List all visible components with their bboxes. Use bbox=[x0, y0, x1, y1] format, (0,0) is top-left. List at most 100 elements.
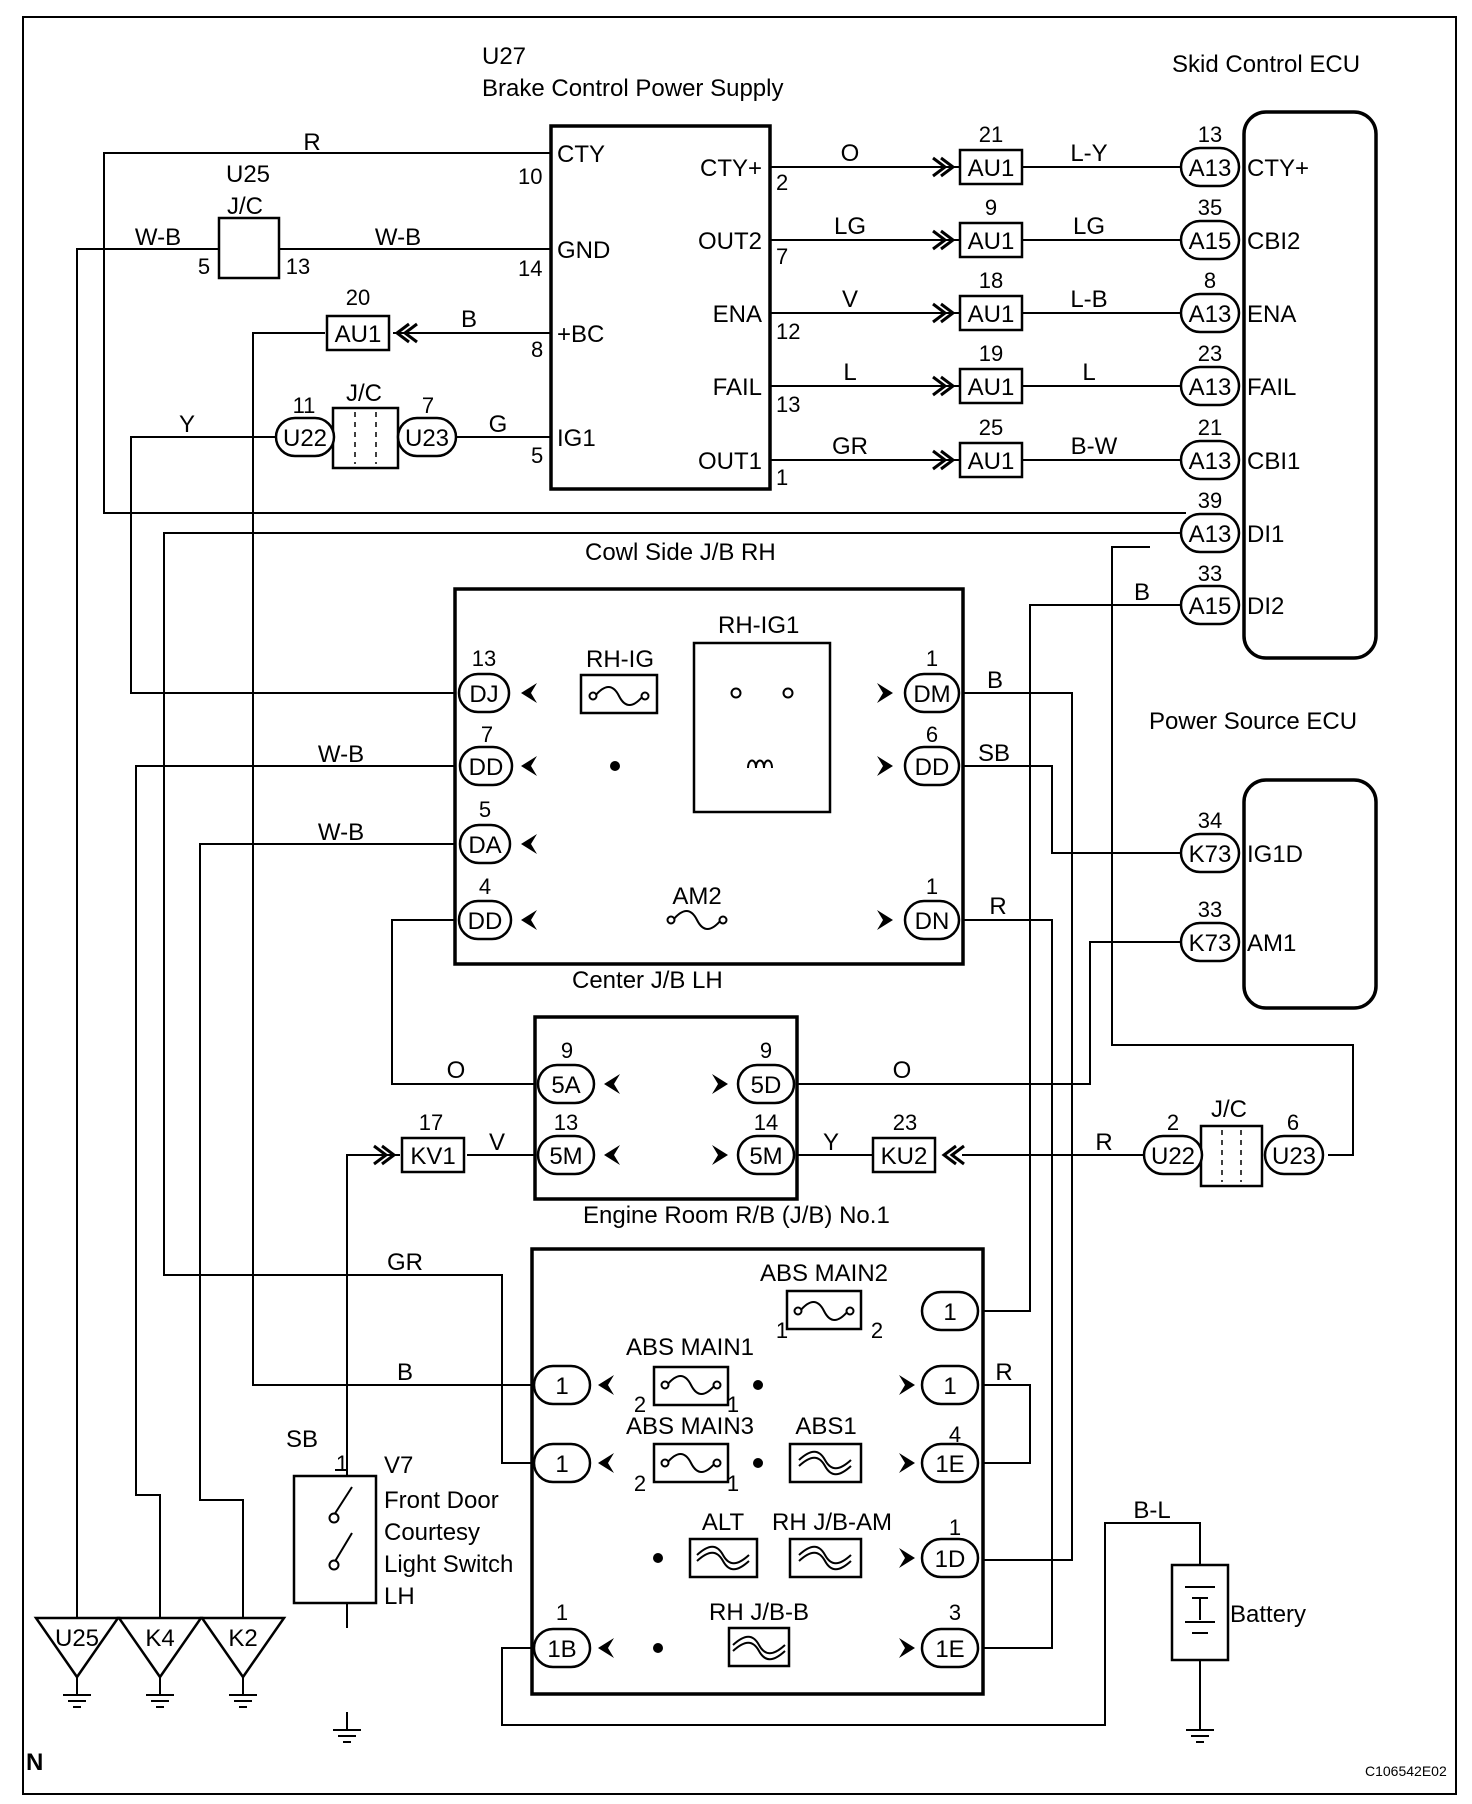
pin-cty-plus: CTY+ bbox=[700, 155, 762, 182]
rh-ig-label: RH-IG bbox=[586, 646, 654, 673]
dj-conn: DJ bbox=[457, 672, 511, 714]
m2-pin2: 2 bbox=[871, 1318, 883, 1343]
a13-21-num: 21 bbox=[1198, 415, 1222, 440]
ku2-num: 23 bbox=[893, 1110, 917, 1135]
u22-conn-left: U22 bbox=[274, 416, 336, 458]
5d-conn-text: 5D bbox=[751, 1072, 782, 1099]
junction-dots bbox=[610, 761, 763, 1653]
pin-bc: +BC bbox=[557, 321, 604, 348]
u22-conn-right-text: U22 bbox=[1151, 1143, 1195, 1170]
fuse-conn-1e-text: 1E bbox=[935, 1451, 964, 1478]
au1-bc-conn: AU1 bbox=[325, 314, 391, 352]
ecu-conn-0: A13 bbox=[1179, 146, 1241, 188]
pin-out2: OUT2 bbox=[698, 228, 762, 255]
fuse-conn-1b2-text: 1B bbox=[547, 1636, 576, 1663]
u27-box bbox=[549, 124, 772, 491]
dm-num: 1 bbox=[926, 646, 938, 671]
figure-code: C106542E02 bbox=[1365, 1763, 1447, 1779]
ecu-pin-ena: ENA bbox=[1247, 301, 1296, 328]
wire-color-l2: L bbox=[1082, 359, 1095, 386]
wire-color-wb-da: W-B bbox=[318, 819, 364, 846]
m2-pin1: 1 bbox=[776, 1318, 788, 1343]
a13-8-num: 8 bbox=[1204, 268, 1216, 293]
v7-switch-box bbox=[292, 1474, 378, 1605]
au1-bc-conn-text: AU1 bbox=[335, 321, 382, 348]
5d-conn: 5D bbox=[736, 1063, 796, 1105]
pin-cty-plus-num: 2 bbox=[776, 170, 788, 195]
k73-ig1d-conn-text: K73 bbox=[1189, 841, 1232, 868]
wire-color-r-cty: R bbox=[303, 129, 320, 156]
wire-color-o: O bbox=[841, 140, 860, 167]
relay-box bbox=[692, 641, 832, 814]
engine-rb-label: Engine Room R/B (J/B) No.1 bbox=[583, 1202, 890, 1229]
au1-conn-2-text: AU1 bbox=[968, 301, 1015, 328]
dd4-conn: DD bbox=[457, 899, 513, 941]
au1-conn-1-text: AU1 bbox=[968, 228, 1015, 255]
fuse-conn-1e3-text: 1E bbox=[935, 1636, 964, 1663]
wire-color-bw: B-W bbox=[1071, 433, 1118, 460]
ground-triangles bbox=[33, 1616, 1215, 1743]
ecu-conn-4-text: A13 bbox=[1189, 448, 1232, 475]
wire-color-r-fuse: R bbox=[995, 1359, 1012, 1386]
wire-color-b-bc: B bbox=[461, 306, 477, 333]
k73-am1-conn: K73 bbox=[1179, 921, 1241, 963]
jc-right-box bbox=[1199, 1124, 1264, 1188]
skid-ecu-box bbox=[1242, 110, 1378, 660]
1b-num: 1 bbox=[556, 1600, 568, 1625]
dd4-num: 4 bbox=[479, 874, 491, 899]
abs-main2-label: ABS MAIN2 bbox=[760, 1260, 888, 1287]
u25-label: U25 bbox=[226, 161, 270, 188]
wire-color-l1: L bbox=[843, 359, 856, 386]
frame bbox=[22, 16, 1457, 1795]
ecu-conn-4: A13 bbox=[1179, 439, 1241, 481]
abs1-label: ABS1 bbox=[795, 1413, 856, 1440]
ku2-chevron bbox=[942, 1144, 966, 1166]
wire-color-lg1: LG bbox=[834, 213, 866, 240]
jc-u25-label: J/C bbox=[227, 193, 263, 220]
fuse-conn-1d-text: 1 bbox=[555, 1451, 568, 1478]
dj-num: 13 bbox=[472, 646, 496, 671]
wire-color-sb-dd6: SB bbox=[978, 740, 1010, 767]
fuse-conn-1e: 1E bbox=[920, 1442, 980, 1484]
wire-color-v: V bbox=[842, 286, 858, 313]
ecu-conn-3: A13 bbox=[1179, 365, 1241, 407]
5a-num: 9 bbox=[561, 1038, 573, 1063]
dd6-conn-text: DD bbox=[915, 754, 950, 781]
ecu-pin-fail: FAIL bbox=[1247, 374, 1296, 401]
kv1-conn: KV1 bbox=[400, 1136, 466, 1174]
fuse-conn-1c-text: 1 bbox=[943, 1373, 956, 1400]
5a-conn-text: 5A bbox=[551, 1072, 580, 1099]
5m2-num: 14 bbox=[754, 1110, 778, 1135]
da-conn-text: DA bbox=[468, 832, 501, 859]
5d-num: 9 bbox=[760, 1038, 772, 1063]
jc-pin13: 13 bbox=[286, 254, 310, 279]
fuse-conn-1c: 1 bbox=[920, 1364, 980, 1406]
wire-color-dm: B bbox=[987, 667, 1003, 694]
da-conn: DA bbox=[458, 823, 512, 865]
wire-color-v-5m: V bbox=[489, 1129, 505, 1156]
au1-conn-1: AU1 bbox=[958, 221, 1024, 259]
ku2-conn-text: KU2 bbox=[881, 1143, 928, 1170]
k73-am1-conn-text: K73 bbox=[1189, 930, 1232, 957]
jc-pin5: 5 bbox=[198, 254, 210, 279]
ecu-conn-di2-text: A15 bbox=[1189, 593, 1232, 620]
fuse-conn-1a-text: 1 bbox=[943, 1299, 956, 1326]
battery-cells bbox=[1185, 1586, 1215, 1634]
au1-19-num: 19 bbox=[979, 341, 1003, 366]
u22-conn-left-text: U22 bbox=[283, 425, 327, 452]
v7-id: V7 bbox=[384, 1452, 413, 1479]
ecu-conn-0-text: A13 bbox=[1189, 155, 1232, 182]
5m1-num: 13 bbox=[554, 1110, 578, 1135]
ku2-conn: KU2 bbox=[871, 1136, 937, 1174]
ecu-pin-cbi2: CBI2 bbox=[1247, 228, 1300, 255]
power-ecu-label: Power Source ECU bbox=[1149, 708, 1357, 735]
power-ecu-box bbox=[1242, 778, 1378, 1010]
wire-color-wb-left: W-B bbox=[135, 224, 181, 251]
ecu-conn-di1-text: A13 bbox=[1189, 521, 1232, 548]
pin-ena: ENA bbox=[713, 301, 762, 328]
pin-ena-num: 12 bbox=[776, 319, 800, 344]
rh-jb-b-label: RH J/B-B bbox=[709, 1599, 809, 1626]
pin-gnd: GND bbox=[557, 237, 610, 264]
au1-conn-0: AU1 bbox=[958, 148, 1024, 186]
n-mark: N bbox=[26, 1749, 43, 1776]
